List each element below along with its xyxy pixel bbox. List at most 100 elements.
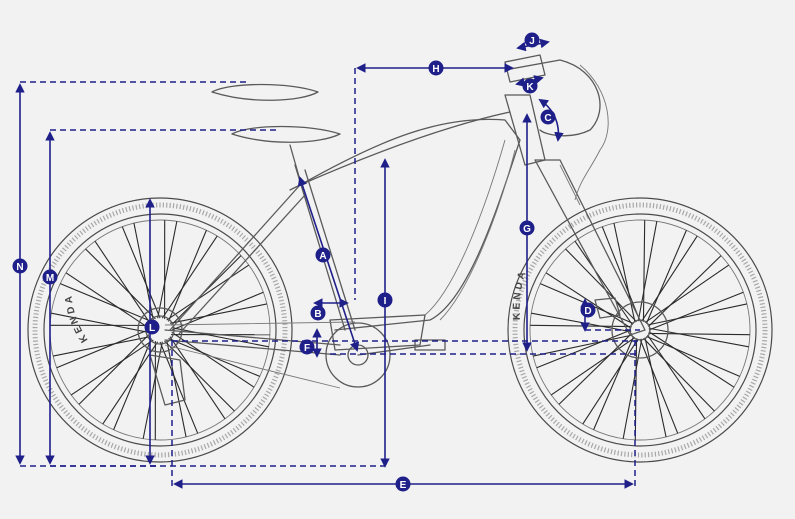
svg-text:K: K (526, 82, 534, 93)
spoke (169, 336, 226, 420)
spoke (530, 324, 632, 328)
spoke (65, 272, 149, 329)
spoke (639, 338, 679, 434)
spoke (171, 327, 269, 348)
svg-text:L: L (149, 323, 155, 334)
spoke (644, 337, 667, 437)
cassette (137, 307, 183, 353)
spoke (647, 334, 706, 420)
spoke (622, 338, 643, 439)
rear-tyre-outer (27, 197, 293, 463)
rear-derailleur (149, 354, 186, 406)
spoke (545, 272, 632, 329)
badge-k: K (522, 78, 538, 94)
badge-b: B (310, 305, 326, 321)
badge-i: I (377, 292, 393, 308)
spoke (648, 327, 749, 348)
spoke (613, 223, 636, 323)
svg-text:D: D (584, 306, 591, 317)
spoke (647, 255, 722, 327)
front-tyre-outer (507, 197, 773, 463)
badge-c: C (540, 109, 556, 125)
spoke (70, 339, 154, 396)
spoke (601, 226, 641, 322)
front-wheel: KENDA (507, 197, 773, 463)
svg-text:C: C (544, 113, 551, 124)
rear-tyre-brand: KENDA (63, 293, 90, 345)
svg-text:F: F (304, 343, 310, 354)
spoke (167, 230, 207, 322)
spoke (78, 334, 150, 405)
svg-text:N: N (16, 262, 23, 273)
dim-a-line (297, 176, 360, 352)
spoke (643, 337, 715, 412)
badge-n: N (12, 258, 28, 274)
svg-text:E: E (400, 480, 407, 491)
badge-h: H (428, 60, 444, 76)
bike-frame (137, 54, 646, 406)
spoke (550, 337, 636, 396)
spoke (637, 221, 658, 322)
badge-f: F (299, 339, 315, 355)
spoke (94, 240, 151, 324)
down-tube (289, 118, 521, 331)
spoke (533, 334, 633, 357)
spoke (536, 329, 632, 369)
saddle-top (211, 83, 319, 101)
rear-tyre-tread (32, 202, 288, 458)
handlebar (504, 59, 601, 137)
badge-d: D (580, 302, 596, 318)
dimension-badges: A B C D E F G H I J K L M N (12, 32, 596, 492)
spoke (171, 291, 264, 331)
stem (504, 54, 546, 83)
spoke (169, 303, 267, 324)
badge-e: E (395, 476, 411, 492)
spoke (582, 338, 639, 425)
spoke (164, 340, 235, 412)
front-spokes (530, 220, 750, 440)
motor-housing (329, 314, 426, 351)
badge-g: G (519, 220, 535, 236)
saddle-bottom (231, 125, 341, 143)
spoke (51, 312, 149, 333)
spoke (593, 336, 635, 430)
badge-m: M (42, 269, 58, 285)
spoke (641, 235, 698, 322)
spoke (642, 220, 646, 322)
spoke (565, 248, 637, 323)
spoke (648, 332, 750, 336)
svg-text:J: J (529, 36, 535, 47)
seat-post (289, 144, 301, 181)
brake-caliper (594, 297, 621, 319)
front-tyre-tread (512, 202, 768, 458)
badge-a: A (315, 247, 331, 263)
front-fork (534, 159, 646, 336)
svg-text:H: H (432, 64, 439, 75)
spoke (558, 333, 633, 405)
spoke (166, 264, 250, 321)
svg-text:I: I (384, 296, 387, 307)
brake-rotor (611, 301, 669, 359)
badge-l: L (144, 319, 160, 335)
badge-j: J (524, 32, 540, 48)
spoke (648, 291, 744, 331)
spoke (161, 235, 218, 319)
spoke (85, 248, 156, 320)
svg-text:B: B (314, 309, 321, 320)
spoke (53, 336, 151, 357)
dimension-lines (15, 38, 640, 489)
svg-text:M: M (46, 273, 54, 284)
seat-stay (169, 184, 301, 331)
battery-outline (424, 139, 506, 316)
spoke (113, 338, 153, 430)
brake-cable (574, 64, 609, 201)
top-tube (299, 111, 511, 186)
spoke (647, 303, 747, 326)
spoke (574, 240, 633, 326)
head-tube (504, 94, 546, 166)
rear-tyre-inner (43, 213, 277, 447)
spoke (646, 335, 740, 377)
svg-text:A: A (319, 251, 326, 262)
